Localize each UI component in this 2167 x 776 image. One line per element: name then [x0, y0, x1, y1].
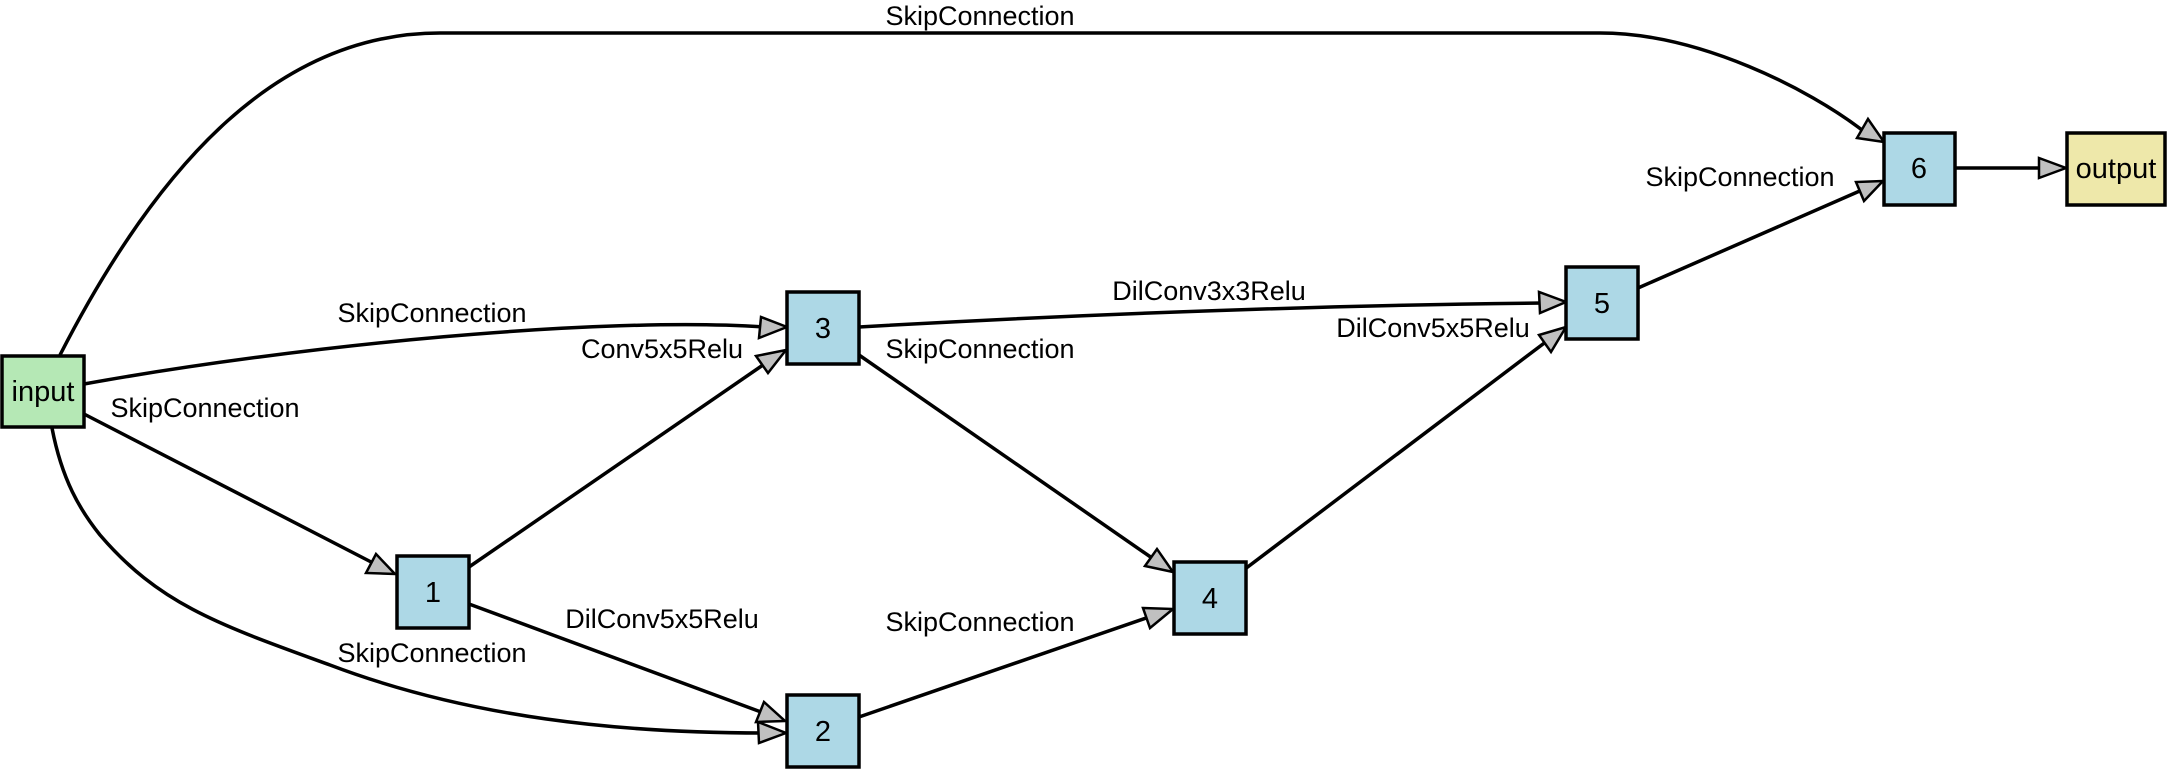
- node-label: 5: [1594, 288, 1610, 320]
- edge-label: Conv5x5Relu: [581, 334, 743, 364]
- node-1: 1: [395, 554, 471, 630]
- edge-line: [58, 31, 1864, 356]
- node-box-3: [785, 290, 861, 366]
- edge-label: DilConv5x5Relu: [565, 604, 759, 634]
- arrowhead: [2037, 156, 2070, 180]
- edge-3-to-5: DilConv3x3Relu: [858, 276, 1570, 329]
- node-4: 4: [1172, 560, 1248, 636]
- edge-input-to-6: SkipConnection: [58, 1, 1887, 356]
- edge-label: SkipConnection: [885, 1, 1074, 31]
- node-box-4: [1172, 560, 1248, 636]
- edge-label: SkipConnection: [337, 638, 526, 668]
- arrowhead: [753, 348, 790, 376]
- node-box-6: [1882, 131, 1957, 207]
- edge-label: SkipConnection: [1645, 162, 1834, 192]
- edge-line: [858, 301, 1544, 329]
- arrowhead: [1536, 324, 1569, 355]
- edge-4-to-5: DilConv5x5Relu: [1243, 313, 1569, 571]
- edge-line: [1243, 339, 1549, 571]
- node-2: 2: [785, 693, 861, 769]
- node-label: 2: [815, 716, 831, 748]
- node-box-2: [785, 693, 861, 769]
- node-box-output: [2065, 131, 2167, 207]
- edge-input-to-1: SkipConnection: [83, 393, 399, 576]
- node-5: 5: [1564, 265, 1640, 341]
- edge-line: [468, 602, 762, 714]
- edge-input-to-2: SkipConnection: [50, 427, 790, 745]
- node-label: output: [2076, 153, 2157, 185]
- node-box-1: [395, 554, 471, 630]
- edge-label: SkipConnection: [885, 607, 1074, 637]
- edge-1-to-2: DilConv5x5Relu: [468, 602, 789, 724]
- node-6: 6: [1882, 131, 1957, 207]
- node-label: 3: [815, 313, 831, 345]
- edge-1-to-3: Conv5x5Relu: [468, 334, 790, 569]
- arrowhead: [1141, 606, 1177, 631]
- node-box-5: [1564, 265, 1640, 341]
- edge-3-to-4: SkipConnection: [858, 334, 1176, 574]
- node-label: 4: [1202, 583, 1218, 615]
- node-label: 1: [425, 577, 441, 609]
- node-label: 6: [1911, 153, 1927, 185]
- edge-label: DilConv3x3Relu: [1112, 276, 1306, 306]
- arrowhead: [756, 720, 790, 745]
- edge-6-to-output: [1955, 156, 2070, 180]
- arrowhead: [1854, 179, 1887, 204]
- node-label: input: [12, 376, 75, 408]
- edge-label: DilConv5x5Relu: [1336, 313, 1530, 343]
- edge-line: [468, 363, 764, 569]
- edge-line: [83, 412, 376, 566]
- edge-line: [858, 353, 1153, 560]
- arrowhead: [757, 315, 791, 340]
- edge-2-to-4: SkipConnection: [858, 606, 1177, 719]
- edge-line: [1637, 188, 1863, 290]
- edge-line: [50, 427, 765, 735]
- edge-label: SkipConnection: [885, 334, 1074, 364]
- node-output: output: [2065, 131, 2167, 207]
- edge-label: SkipConnection: [110, 393, 299, 423]
- arrowhead: [1142, 546, 1176, 574]
- edge-line: [858, 614, 1153, 719]
- edge-label: SkipConnection: [337, 298, 526, 328]
- node-box-input: [0, 354, 86, 429]
- arrowhead: [363, 551, 399, 576]
- node-input: input: [0, 354, 86, 429]
- edge-line: [83, 322, 766, 386]
- edge-input-to-3: SkipConnection: [83, 298, 791, 386]
- arrowhead: [1854, 116, 1887, 144]
- arrowhead: [1537, 290, 1570, 315]
- edge-5-to-6: SkipConnection: [1637, 162, 1887, 290]
- arrowhead: [754, 699, 789, 724]
- node-3: 3: [785, 290, 861, 366]
